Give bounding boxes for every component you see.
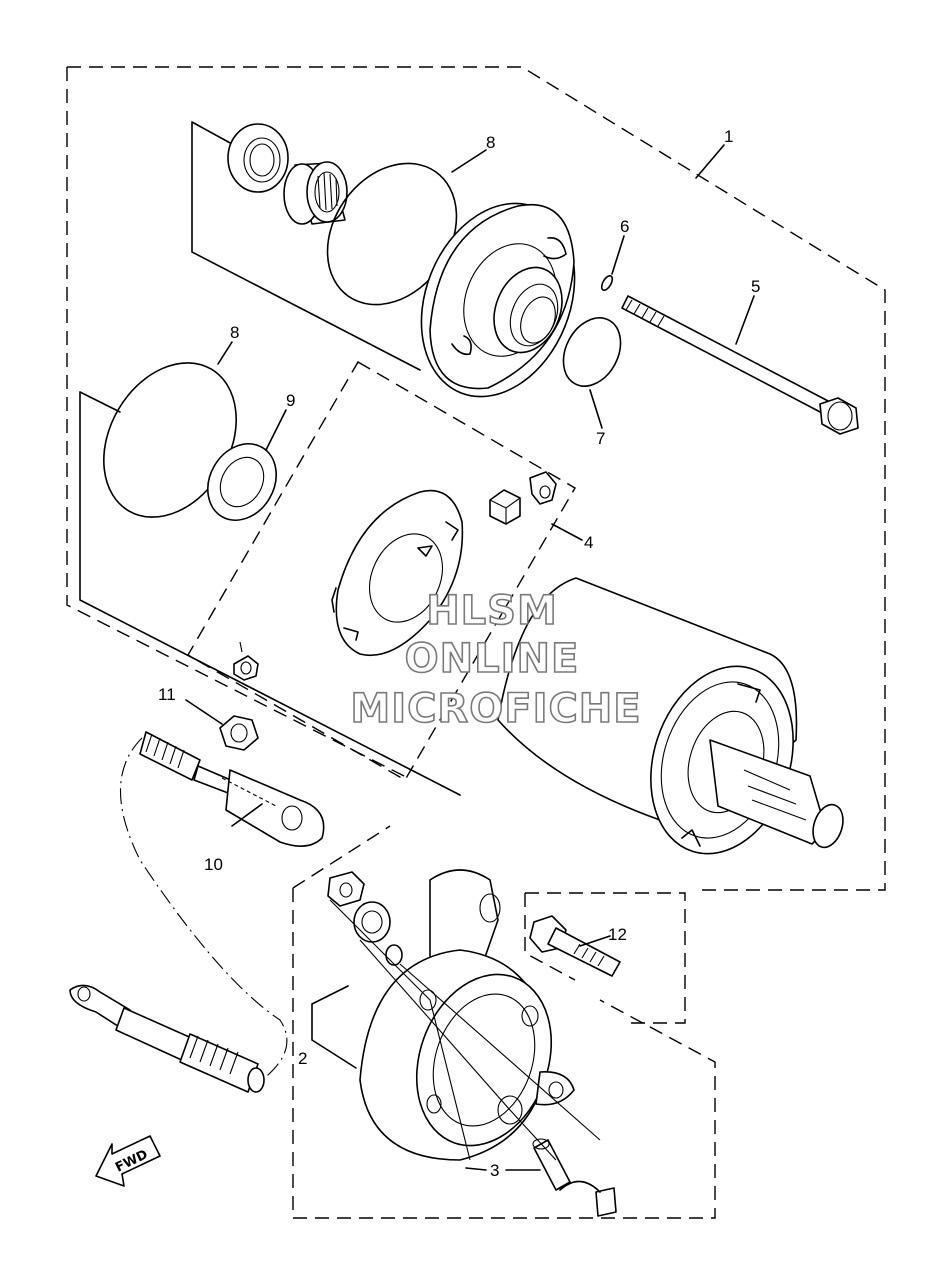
guide-line-c (399, 963, 601, 1141)
o-ring-small (562, 317, 622, 387)
left-bracket (79, 391, 461, 796)
leader-12 (579, 935, 611, 947)
o-ring-tiny (600, 274, 614, 292)
needle-bearing (283, 161, 348, 225)
callout-11: 11 (158, 685, 176, 704)
leader-5 (735, 295, 755, 345)
fwd-direction-arrow: FWD (95, 1135, 161, 1187)
leader-7 (589, 389, 603, 429)
nut (219, 715, 259, 751)
callout-2: 2 (298, 1049, 307, 1068)
wire-run (119, 737, 288, 1081)
leader-8-left (217, 341, 233, 365)
wire-terminal (69, 984, 265, 1093)
watermark-line-3: MICROFICHE (350, 686, 641, 732)
leader-11 (185, 699, 223, 725)
through-bolt (621, 295, 859, 435)
watermark: HLSM ONLINE MICROFICHE (350, 587, 642, 733)
front-cover-group (191, 121, 859, 435)
leader-3 (465, 1167, 541, 1171)
left-bracket-top (79, 391, 121, 413)
lead-wire (119, 731, 325, 1081)
brush-set-boundary (187, 361, 576, 781)
callout-9: 9 (286, 391, 295, 410)
front-cover (420, 202, 576, 398)
end-cover-boundary (292, 825, 716, 1219)
assembly-boundaries (66, 66, 886, 1219)
callout-8-left: 8 (230, 323, 239, 342)
watermark-line-1: HLSM (426, 588, 558, 634)
callout-5: 5 (751, 277, 760, 296)
leader-1 (695, 144, 725, 179)
leader-10 (231, 803, 263, 827)
guide-line-b (359, 939, 557, 1161)
callout-10: 10 (204, 855, 223, 874)
cover-notch-top (543, 237, 567, 260)
callout-4: 4 (584, 533, 593, 552)
callout-7: 7 (596, 429, 605, 448)
guide-line-a (329, 899, 471, 1161)
front-group-bracket (191, 121, 421, 371)
callout-8-top: 8 (486, 133, 495, 152)
brush-terminal (532, 1138, 617, 1217)
callout-12: 12 (608, 925, 627, 944)
callout-labels: 1 8 6 5 7 8 9 4 11 10 12 2 3 (158, 127, 760, 1180)
leader-6 (611, 235, 625, 275)
leader-lines (185, 144, 755, 1171)
leader-9 (265, 409, 287, 451)
leader-4 (551, 523, 583, 541)
callout-6: 6 (620, 217, 629, 236)
flange-bolt (529, 915, 621, 977)
callout-1: 1 (724, 127, 733, 146)
starting-motor-assembly-boundary (66, 66, 886, 891)
washer (207, 443, 277, 521)
watermark-line-2: ONLINE (405, 636, 580, 682)
leader-2 (311, 985, 357, 1069)
leader-8-top (451, 149, 487, 173)
bolt-set-boundary (524, 892, 686, 1024)
rear-cover (327, 869, 575, 1161)
cover-notch-bottom (451, 335, 472, 356)
brush-set (233, 471, 557, 681)
motor-yoke (497, 577, 844, 855)
callout-3: 3 (490, 1161, 499, 1180)
oil-seal (227, 123, 289, 193)
